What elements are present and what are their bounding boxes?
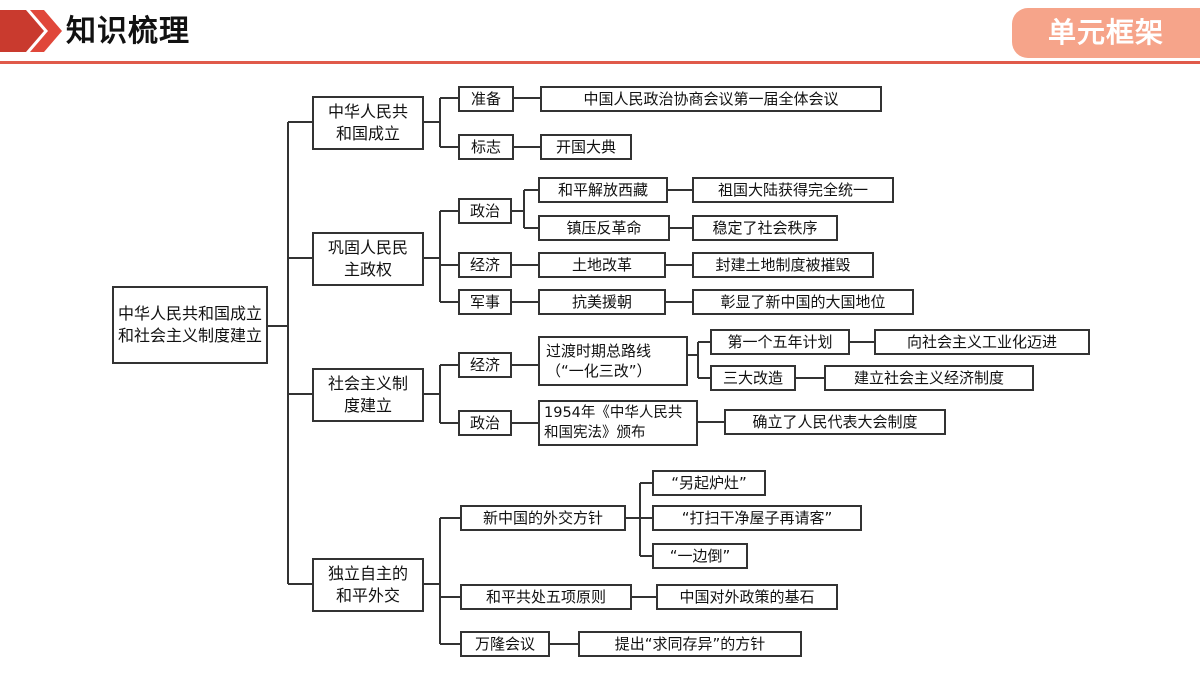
result-three-transformations: 建立社会主义经济制度 [824, 365, 1034, 391]
node-socialist-system: 社会主义制度建立 [312, 368, 424, 422]
value-founding-ceremony: 开国大典 [540, 134, 632, 160]
result-bandung: 提出“求同存异”的方针 [578, 631, 802, 657]
label-preparation: 准备 [458, 86, 514, 112]
chevron-arrow-icon [0, 10, 62, 52]
node-five-year-plan: 第一个五年计划 [710, 329, 850, 355]
header-bar: 知识梳理 单元框架 [0, 0, 1200, 64]
result-constitution-1954: 确立了人民代表大会制度 [724, 409, 946, 435]
result-five-principles: 中国对外政策的基石 [656, 584, 838, 610]
node-consolidate-power: 巩固人民民主政权 [312, 232, 424, 286]
node-bandung: 万隆会议 [460, 631, 550, 657]
node-korea-war: 抗美援朝 [538, 289, 666, 315]
page-title: 知识梳理 [66, 14, 190, 49]
node-land-reform: 土地改革 [538, 252, 666, 278]
label-economy: 经济 [458, 252, 512, 278]
result-tibet: 祖国大陆获得完全统一 [692, 177, 894, 203]
node-five-principles: 和平共处五项原则 [460, 584, 632, 610]
node-constitution-1954: 1954年《中华人民共和国宪法》颁布 [538, 400, 698, 446]
node-tibet: 和平解放西藏 [538, 177, 668, 203]
label-symbol: 标志 [458, 134, 514, 160]
node-prc-founding: 中华人民共和国成立 [312, 96, 424, 150]
label-economy-2: 经济 [458, 352, 512, 378]
result-land-reform: 封建土地制度被摧毁 [692, 252, 874, 278]
node-peaceful-diplomacy: 独立自主的和平外交 [312, 558, 424, 612]
policy-new-start: “另起炉灶” [652, 470, 766, 496]
node-three-transformations: 三大改造 [710, 365, 796, 391]
node-diplomatic-policy: 新中国的外交方针 [460, 505, 626, 531]
policy-lean-one-side: “一边倒” [652, 543, 748, 569]
value-cppcc-session: 中国人民政治协商会议第一届全体会议 [540, 86, 882, 112]
label-politics: 政治 [458, 198, 512, 224]
root-node: 中华人民共和国成立和社会主义制度建立 [112, 286, 268, 364]
result-five-year-plan: 向社会主义工业化迈进 [874, 329, 1090, 355]
node-suppress: 镇压反革命 [538, 215, 670, 241]
node-general-line: 过渡时期总路线（“一化三改”） [538, 336, 688, 386]
label-politics-2: 政治 [458, 410, 512, 436]
header-divider [0, 61, 1200, 64]
result-suppress: 稳定了社会秩序 [692, 215, 838, 241]
policy-clean-house: “打扫干净屋子再请客” [652, 505, 862, 531]
section-badge: 单元框架 [1012, 8, 1200, 58]
label-military: 军事 [458, 289, 512, 315]
result-korea-war: 彰显了新中国的大国地位 [692, 289, 914, 315]
